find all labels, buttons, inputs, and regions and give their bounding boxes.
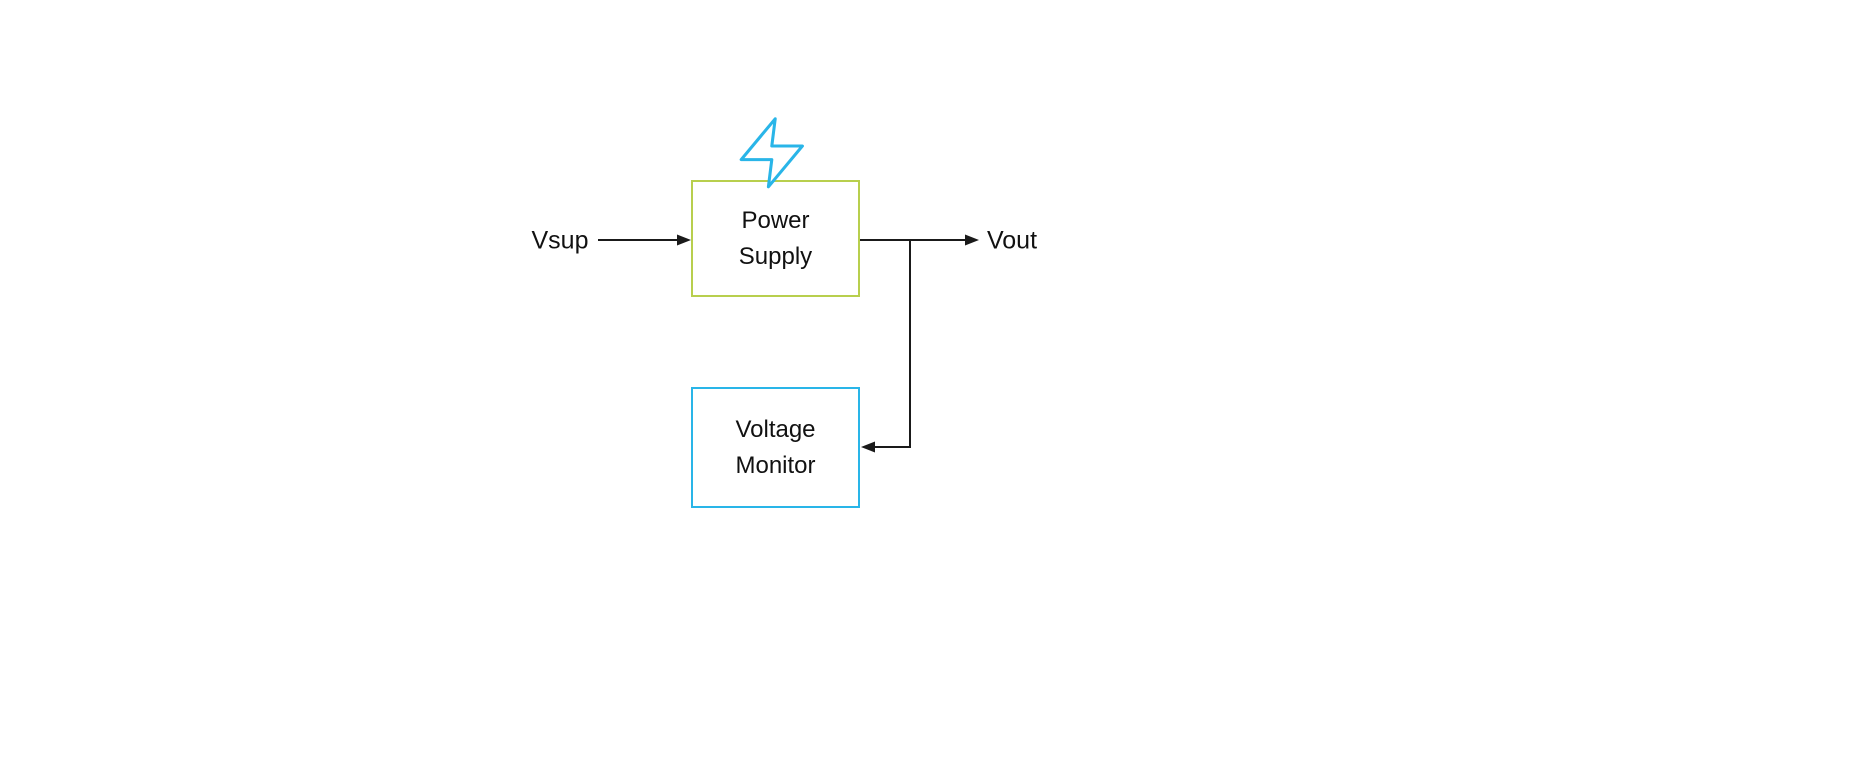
vsup-label: Vsup [531, 226, 589, 255]
feedback-arrowhead [861, 441, 875, 453]
vsup-arrowhead [677, 234, 691, 246]
voltage-monitor-node: Voltage Monitor [691, 387, 860, 508]
power-supply-label-line1: Power [741, 206, 810, 234]
lightning-icon [739, 117, 804, 189]
voltage-monitor-label-line1: Voltage [735, 415, 816, 443]
power-supply-label-line2: Supply [738, 242, 813, 270]
vout-arrowhead [965, 234, 979, 246]
voltage-monitor-label-line2: Monitor [735, 451, 816, 479]
vout-label: Vout [986, 226, 1038, 255]
power-supply-node: Power Supply [691, 180, 860, 297]
feedback-connector [874, 240, 911, 448]
